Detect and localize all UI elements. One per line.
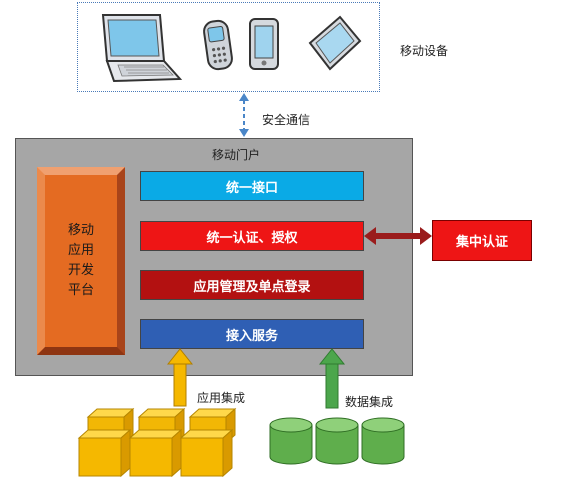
mobile-devices-panel <box>77 2 380 92</box>
data-integration-arrow <box>318 348 346 409</box>
tablet-icon <box>308 15 362 71</box>
app-management-sso-layer: 应用管理及单点登录 <box>140 270 364 300</box>
laptop-icon <box>101 14 183 83</box>
mobile-devices-label: 移动设备 <box>400 44 449 58</box>
access-service-layer: 接入服务 <box>140 319 364 349</box>
secure-communication-label: 安全通信 <box>262 113 311 127</box>
unified-auth-layer: 统一认证、授权 <box>140 221 364 251</box>
central-auth-box: 集中认证 <box>432 220 532 261</box>
smartphone-icon <box>249 18 279 70</box>
cube-stack-icon <box>77 407 237 478</box>
mobile-app-dev-platform: 移动 应用 开发 平台 <box>37 167 125 355</box>
auth-double-arrow <box>364 227 432 245</box>
database-cylinder-icon <box>269 417 405 465</box>
dev-platform-line: 移动 <box>67 223 94 238</box>
app-integration-arrow <box>166 348 194 407</box>
dev-platform-line: 平台 <box>67 283 94 298</box>
secure-communication-arrow <box>239 93 249 137</box>
dev-platform-line: 应用 <box>67 243 94 258</box>
data-integration-label: 数据集成 <box>345 395 394 409</box>
app-integration-label: 应用集成 <box>197 391 246 405</box>
mobile-portal-title: 移动门户 <box>212 148 261 162</box>
dev-platform-line: 开发 <box>67 263 94 278</box>
unified-interface-layer: 统一接口 <box>140 171 364 201</box>
feature-phone-icon <box>203 19 233 71</box>
